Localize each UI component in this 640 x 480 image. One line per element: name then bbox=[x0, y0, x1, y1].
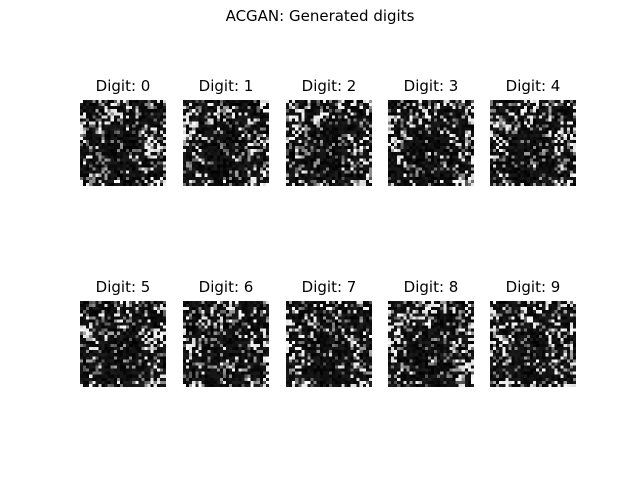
generated-digit-image bbox=[388, 100, 474, 186]
digit-6: Digit: 6 bbox=[183, 278, 269, 387]
digit-pixel-grid bbox=[183, 301, 269, 387]
digit-0: Digit: 0 bbox=[80, 77, 166, 186]
digit-label: Digit: 6 bbox=[198, 278, 254, 296]
digit-8: Digit: 8 bbox=[388, 278, 474, 387]
generated-digit-image bbox=[80, 100, 166, 186]
digit-2: Digit: 2 bbox=[286, 77, 372, 186]
digit-label: Digit: 4 bbox=[505, 77, 561, 95]
generated-digit-image bbox=[490, 100, 576, 186]
digit-label: Digit: 1 bbox=[198, 77, 254, 95]
generated-digit-image bbox=[80, 301, 166, 387]
digit-pixel-grid bbox=[80, 100, 166, 186]
generated-digit-image bbox=[388, 301, 474, 387]
digit-label: Digit: 0 bbox=[95, 77, 151, 95]
digit-pixel-grid bbox=[388, 100, 474, 186]
digit-5: Digit: 5 bbox=[80, 278, 166, 387]
digit-4: Digit: 4 bbox=[490, 77, 576, 186]
figure-title: ACGAN: Generated digits bbox=[225, 7, 415, 25]
digit-label: Digit: 5 bbox=[95, 278, 151, 296]
digit-pixel-grid bbox=[490, 301, 576, 387]
digit-7: Digit: 7 bbox=[286, 278, 372, 387]
digit-label: Digit: 8 bbox=[403, 278, 459, 296]
digit-label: Digit: 7 bbox=[301, 278, 357, 296]
digit-pixel-grid bbox=[286, 100, 372, 186]
digit-3: Digit: 3 bbox=[388, 77, 474, 186]
digit-label: Digit: 2 bbox=[301, 77, 357, 95]
generated-digit-image bbox=[183, 100, 269, 186]
digit-pixel-grid bbox=[183, 100, 269, 186]
generated-digit-image bbox=[490, 301, 576, 387]
digit-label: Digit: 3 bbox=[403, 77, 459, 95]
digit-9: Digit: 9 bbox=[490, 278, 576, 387]
generated-digit-image bbox=[286, 301, 372, 387]
digit-pixel-grid bbox=[286, 301, 372, 387]
digit-pixel-grid bbox=[490, 100, 576, 186]
digit-pixel-grid bbox=[388, 301, 474, 387]
digit-1: Digit: 1 bbox=[183, 77, 269, 186]
digit-pixel-grid bbox=[80, 301, 166, 387]
generated-digit-image bbox=[183, 301, 269, 387]
generated-digit-image bbox=[286, 100, 372, 186]
digit-label: Digit: 9 bbox=[505, 278, 561, 296]
